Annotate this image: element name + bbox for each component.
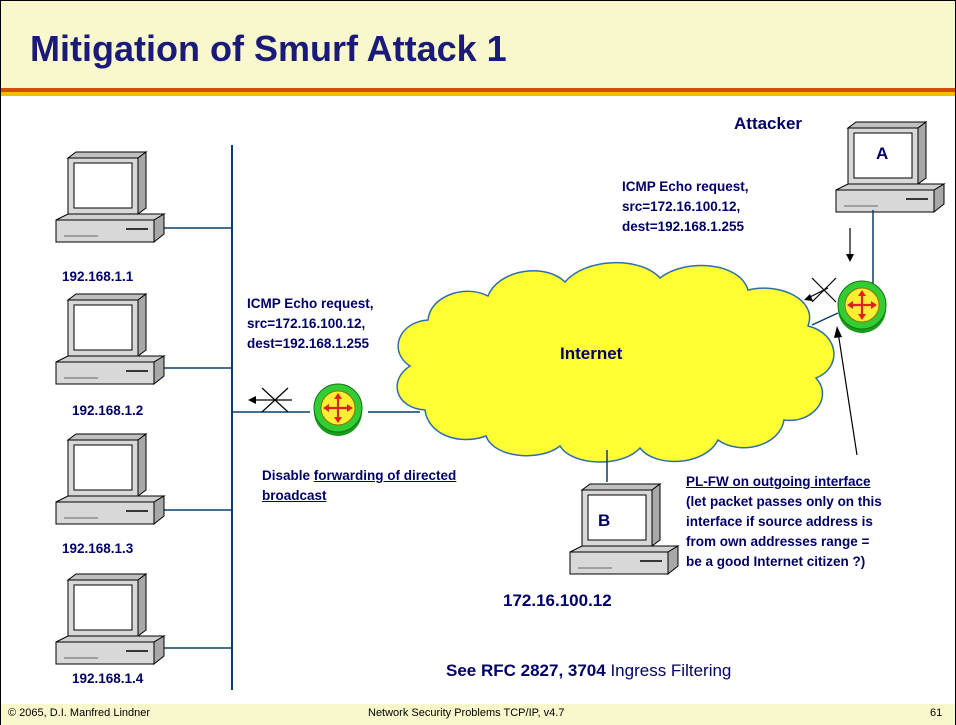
- plfw-note-line: from own addresses range =: [686, 534, 870, 549]
- internet-cloud: [396, 261, 835, 463]
- edge-router-left: [312, 382, 364, 438]
- rfc-note-bold: See RFC 2827, 3704: [446, 661, 606, 680]
- victim-computer: [569, 483, 679, 575]
- disable-note-line2: broadcast: [262, 488, 327, 503]
- host-computer-3: [55, 433, 165, 525]
- edge-router-right: [836, 279, 888, 335]
- victim-ip-label: 172.16.100.12: [503, 591, 612, 610]
- rfc-note-normal: Ingress Filtering: [605, 661, 732, 680]
- request-text-line: src=172.16.100.12,: [247, 316, 366, 331]
- attacker-request-line: ICMP Echo request,: [622, 179, 749, 194]
- footer-bar: [0, 704, 956, 725]
- footer-copyright: © 2065, D.I. Manfred Lindner: [8, 707, 151, 719]
- host-computer-1: [55, 151, 165, 243]
- plfw-note-line: (let packet passes only on this: [686, 494, 882, 509]
- attacker-request-line: src=172.16.100.12,: [622, 199, 741, 214]
- plfw-note-line: interface if source address is: [686, 514, 873, 529]
- request-text-line: ICMP Echo request,: [247, 296, 374, 311]
- title-rule-red: [0, 88, 956, 92]
- victim-host-letter: B: [598, 511, 611, 530]
- attacker-label: Attacker: [734, 114, 803, 133]
- title-rule-yellow: [0, 92, 956, 96]
- host-ip-label: 192.168.1.3: [62, 541, 134, 556]
- attacker-host-letter: A: [876, 144, 889, 163]
- host-ip-label: 192.168.1.4: [72, 671, 144, 686]
- disable-note-line1: Disable forwarding of directed: [262, 467, 456, 484]
- attacker-request-line: dest=192.168.1.255: [622, 219, 744, 234]
- internet-label: Internet: [560, 344, 623, 363]
- plfw-note-title: PL-FW on outgoing interface: [686, 474, 871, 489]
- rfc-note: See RFC 2827, 3704 Ingress Filtering: [446, 662, 731, 679]
- host-computer-2: [55, 293, 165, 385]
- host-ip-label: 192.168.1.2: [72, 403, 144, 418]
- host-computer-4: [55, 573, 165, 665]
- disable-note-prefix: Disable: [262, 468, 314, 483]
- slide-title: Mitigation of Smurf Attack 1: [30, 28, 507, 69]
- request-text-line: dest=192.168.1.255: [247, 336, 369, 351]
- footer-course-title: Network Security Problems TCP/IP, v4.7: [368, 707, 565, 719]
- page-number: 61: [930, 707, 943, 719]
- host-ip-label: 192.168.1.1: [62, 269, 134, 284]
- disable-note-underlined: forwarding of directed: [313, 468, 457, 483]
- plfw-note-line: be a good Internet citizen ?): [686, 554, 866, 569]
- title-bar: [0, 0, 956, 88]
- attacker-computer: [835, 121, 945, 213]
